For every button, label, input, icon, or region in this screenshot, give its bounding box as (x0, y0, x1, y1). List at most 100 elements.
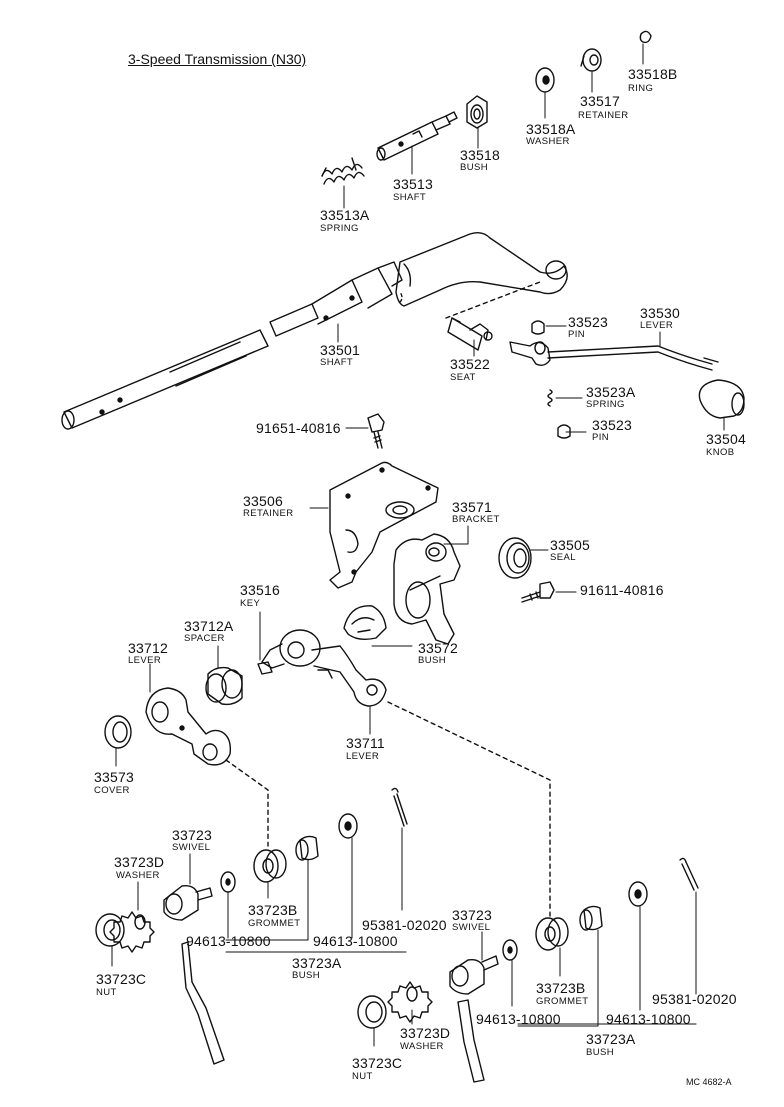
washer-part-33723d-right (387, 981, 433, 1023)
part-name-washer: WASHER (116, 870, 160, 881)
part-number-33723: 33723 (452, 907, 492, 923)
lever-part-33711 (261, 629, 387, 707)
part-name-shaft: SHAFT (393, 192, 427, 203)
bolt-part-91611-40816 (521, 581, 555, 603)
part-name-key: KEY (240, 598, 261, 609)
ring-part-33518b (639, 30, 652, 44)
part-number-91611-40816: 91611-40816 (580, 582, 664, 598)
grommet-part-33723b-left (253, 849, 287, 883)
spring-part-33513a (321, 157, 365, 185)
part-name-retainer: RETAINER (243, 508, 294, 519)
spring-part-33523a (547, 389, 553, 407)
part-name-lever: LEVER (128, 655, 162, 666)
part-number-33523: 33523 (568, 314, 608, 330)
part-number-33504: 33504 (706, 431, 746, 447)
part-name-nut: NUT (352, 1071, 373, 1082)
part-number-95381-02020: 95381-02020 (652, 991, 737, 1007)
part-number-33513a: 33513A (320, 207, 370, 223)
cover-part-33573 (104, 715, 132, 749)
part-number-94613-10800: 94613-10800 (606, 1011, 691, 1027)
nut-part-33723c-left (95, 913, 125, 947)
part-number-33711: 33711 (346, 735, 385, 751)
part-number-33506: 33506 (243, 493, 283, 509)
diagram-title: 3-Speed Transmission (N30) (128, 51, 307, 67)
part-number-33530: 33530 (640, 305, 680, 321)
part-name-pin: PIN (592, 432, 610, 443)
washer-part-94613-10800-right-b (628, 881, 648, 907)
part-name-shaft: SHAFT (320, 357, 354, 368)
retainer-part-33506 (329, 461, 439, 589)
part-number-33723b: 33723B (536, 980, 586, 996)
part-number-33518: 33518 (460, 147, 500, 163)
part-name-nut: NUT (96, 987, 117, 998)
part-name-swivel: SWIVEL (452, 922, 491, 933)
part-number-33517: 33517 (580, 93, 620, 109)
part-name-spacer: SPACER (184, 633, 225, 644)
part-number-33522: 33522 (450, 356, 490, 372)
part-number-94613-10800: 94613-10800 (313, 933, 398, 949)
knob-part-33504 (698, 379, 745, 419)
part-number-33723b: 33723B (248, 902, 298, 918)
part-number-33523: 33523 (592, 417, 632, 433)
part-number-94613-10800: 94613-10800 (186, 933, 271, 949)
part-name-spring: SPRING (586, 399, 625, 410)
part-name-washer: WASHER (526, 136, 570, 147)
part-number-33501: 33501 (320, 342, 360, 358)
part-number-33516: 33516 (240, 582, 280, 598)
spacer-part-33712a (205, 666, 243, 706)
part-name-washer: WASHER (400, 1041, 444, 1052)
shaft-part-33513 (376, 111, 458, 161)
part-number-33523a: 33523A (586, 384, 636, 400)
seal-part-33505 (498, 537, 532, 579)
pin-part-33523-bottom (557, 424, 571, 439)
nut-part-33723c-right (357, 995, 387, 1029)
part-name-swivel: SWIVEL (172, 842, 211, 853)
washer-part-94613-10800-left-a (220, 871, 236, 893)
swivel-part-33723-right (449, 955, 499, 995)
part-name-lever: LEVER (640, 320, 674, 331)
part-number-33712: 33712 (128, 640, 168, 656)
part-number-33723a: 33723A (292, 955, 342, 971)
part-number-33572: 33572 (418, 640, 458, 656)
shaft-part-33501 (61, 231, 568, 430)
grommet-part-33723b-right (535, 917, 569, 951)
part-number-33723a: 33723A (586, 1031, 636, 1047)
part-name-bracket: BRACKET (452, 514, 500, 525)
part-number-91651-40816: 91651-40816 (256, 420, 341, 436)
part-number-33723: 33723 (172, 827, 212, 843)
pin-part-95381-02020-right (679, 857, 699, 891)
part-number-33573: 33573 (94, 769, 134, 785)
bush-part-33572 (343, 605, 387, 641)
part-name-seat: SEAT (450, 372, 476, 383)
part-name-bush: BUSH (460, 162, 488, 173)
part-name-cover: COVER (94, 785, 130, 796)
part-name-pin: PIN (568, 329, 586, 340)
part-number-33723d: 33723D (114, 854, 165, 870)
part-name-grommet: GROMMET (536, 996, 589, 1007)
bush-part-33518 (466, 95, 488, 129)
part-name-retainer: RETAINER (578, 110, 629, 121)
pin-part-95381-02020-left (391, 787, 408, 827)
seat-part-33522 (447, 317, 493, 351)
part-number-33723c: 33723C (352, 1055, 403, 1071)
leader-lines (111, 43, 725, 1047)
part-number-33518b: 33518B (628, 66, 678, 82)
washer-part-33518a (535, 67, 555, 93)
part-name-knob: KNOB (706, 447, 735, 458)
bracket-part-33571 (393, 533, 461, 645)
part-number-33723d: 33723D (400, 1025, 451, 1041)
part-number-33505: 33505 (550, 537, 590, 553)
part-number-95381-02020: 95381-02020 (362, 917, 447, 933)
lever-part-33530 (509, 341, 719, 371)
part-number-33723c: 33723C (96, 971, 147, 987)
bush-part-33723a-left (295, 835, 319, 861)
washer-part-94613-10800-left-b (338, 813, 358, 839)
key-part-33516 (257, 661, 273, 675)
part-number-94613-10800: 94613-10800 (476, 1011, 561, 1027)
part-name-bush: BUSH (586, 1047, 614, 1058)
rod-left (181, 941, 225, 1065)
washer-part-94613-10800-right-a (502, 939, 518, 961)
bolt-part-91651-40816 (367, 413, 385, 449)
pin-part-33523-top (531, 320, 545, 335)
